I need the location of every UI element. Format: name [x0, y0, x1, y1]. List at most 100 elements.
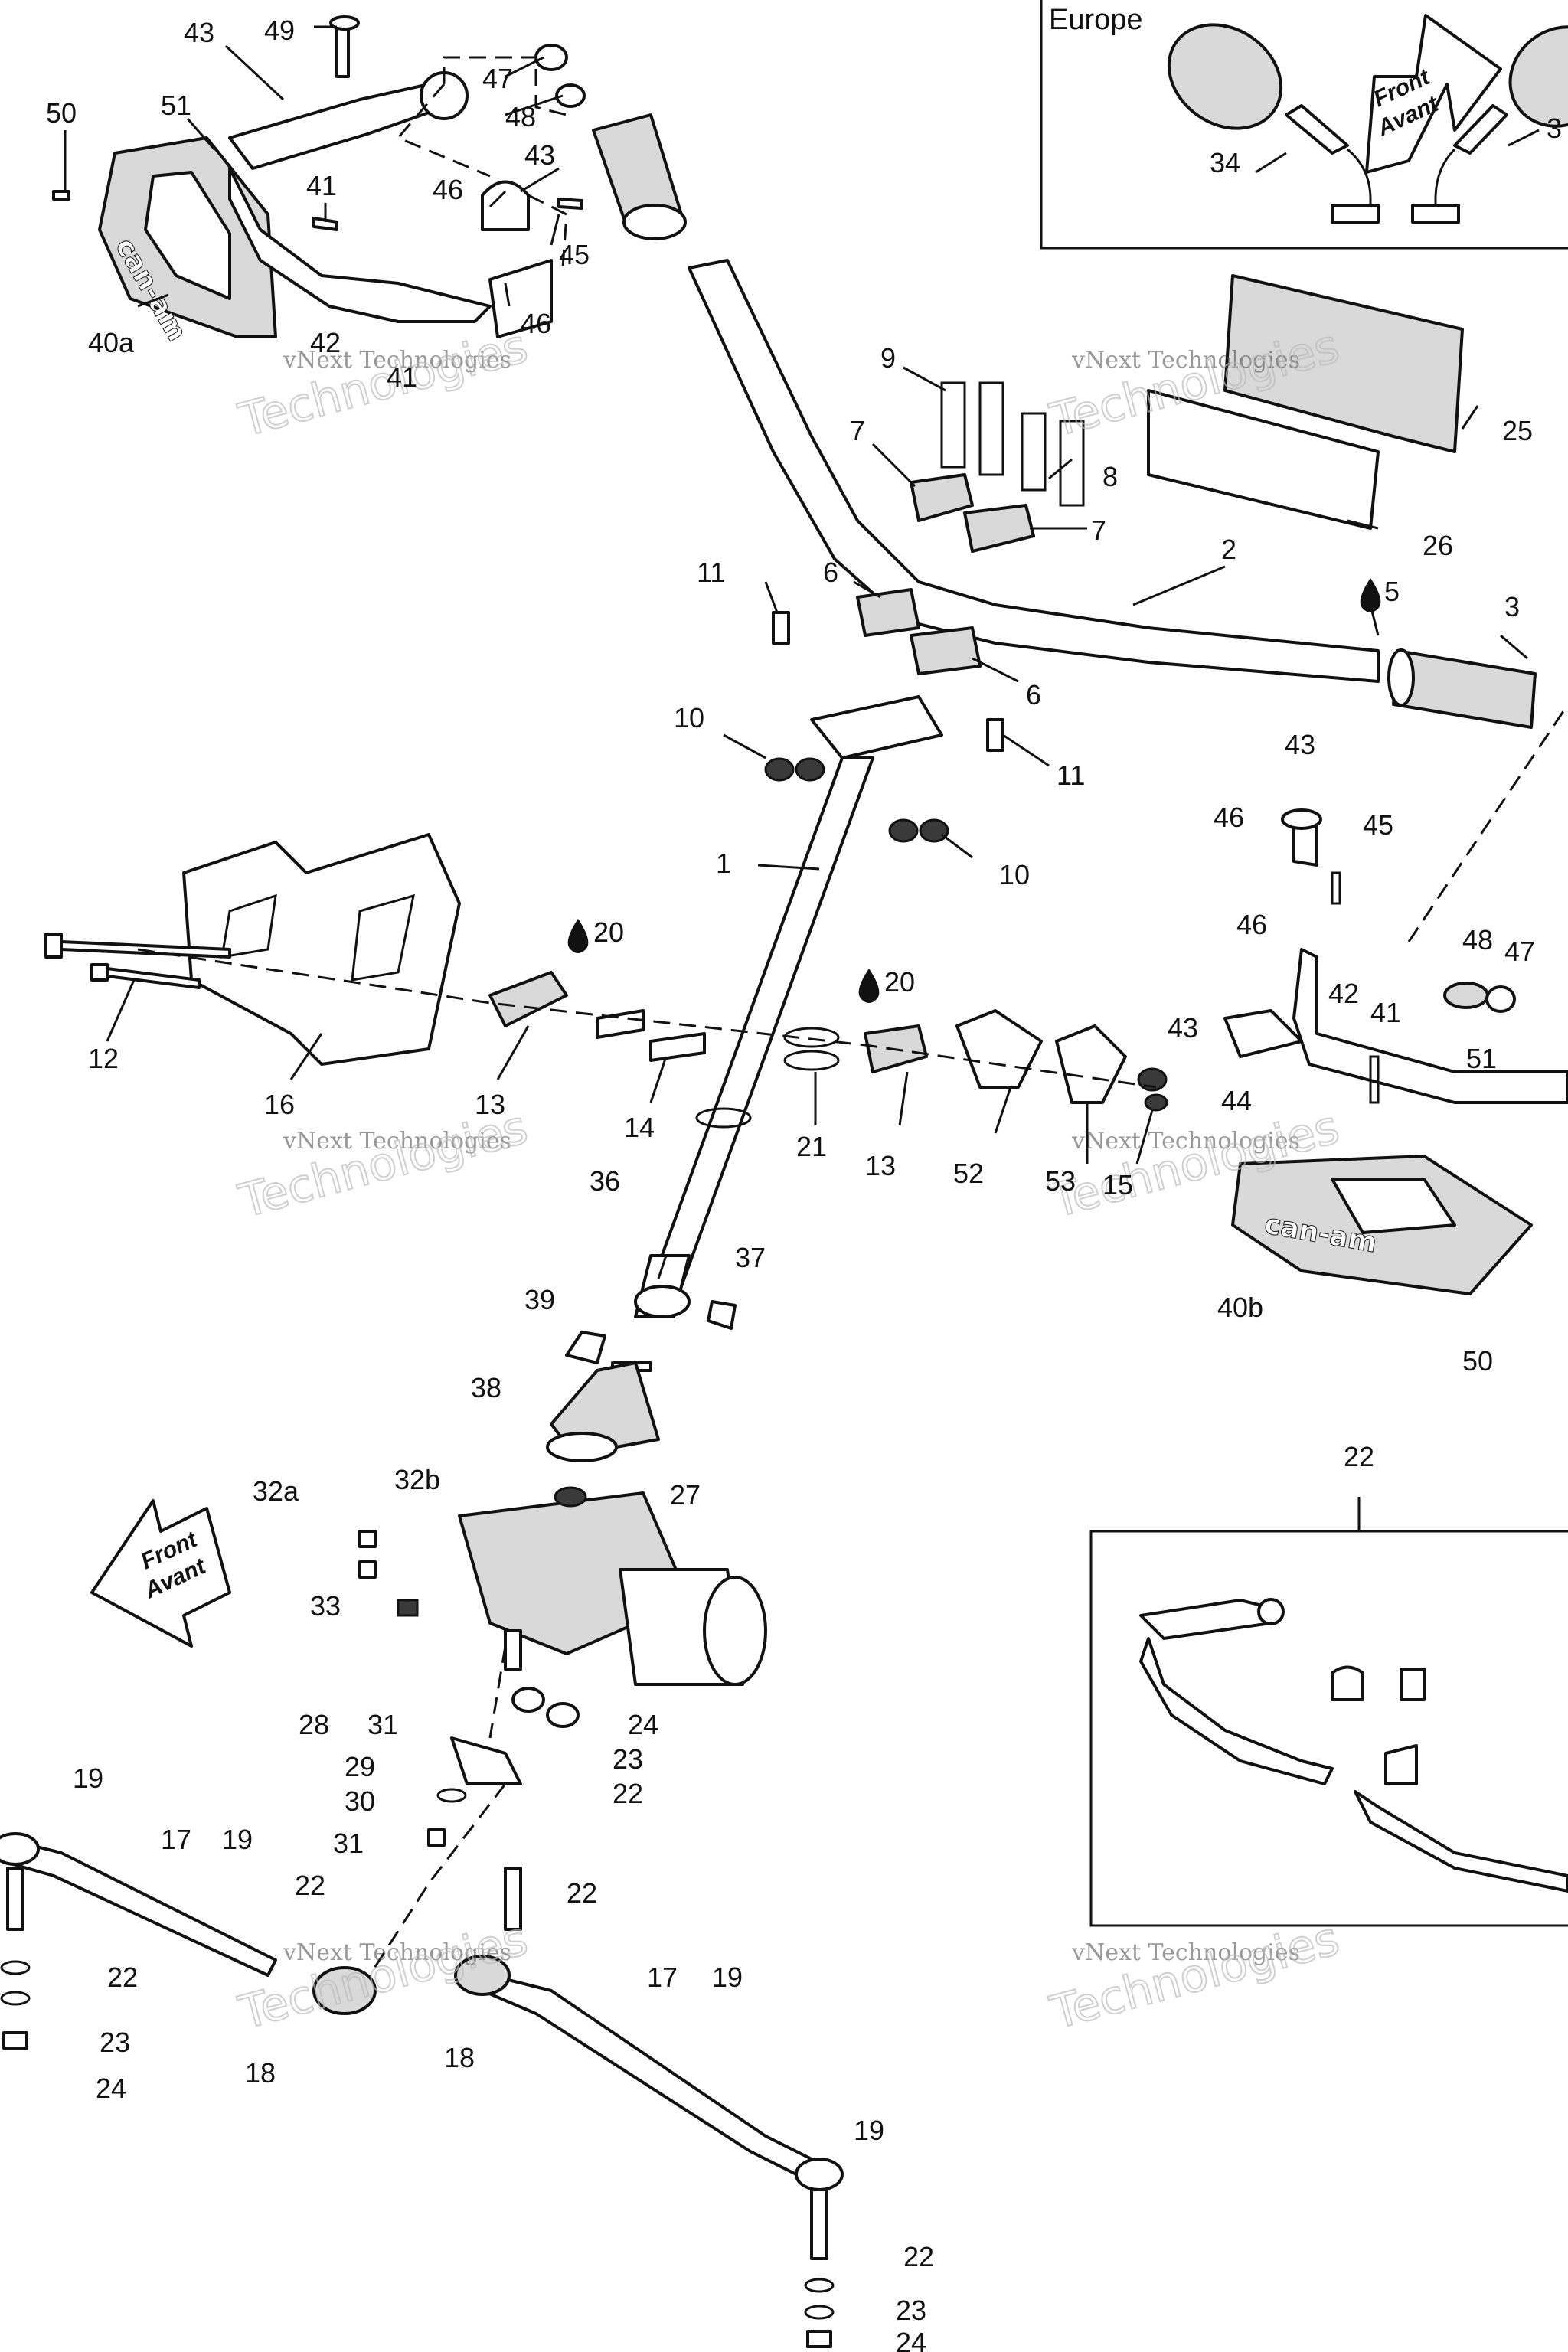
callout-40a: 40a [88, 327, 135, 358]
callout-43-d: 43 [1168, 1012, 1198, 1044]
callout-44: 44 [1221, 1085, 1252, 1116]
callout-14: 14 [624, 1112, 655, 1143]
steering-column-1 [649, 756, 874, 1288]
tie-rod-right [481, 1974, 828, 2184]
handguard-inset [1089, 1497, 1568, 1927]
callout-31-a: 31 [368, 1709, 398, 1740]
riser-6a [856, 588, 920, 637]
watermark-1: vNext Technologies [283, 347, 511, 374]
callout-46-b: 46 [521, 308, 551, 339]
callout-46-a: 46 [433, 174, 463, 205]
callout-43-a: 43 [184, 17, 214, 48]
callout-43-b: 43 [524, 139, 555, 171]
callout-50-a: 50 [46, 97, 77, 129]
callout-19-d: 19 [854, 2115, 884, 2146]
callout-25: 25 [1502, 415, 1533, 446]
callout-47-b: 47 [1504, 936, 1535, 967]
callout-9: 9 [880, 342, 896, 374]
callout-22-a: 22 [612, 1778, 643, 1809]
tie-rod-left [0, 1836, 277, 1977]
callout-36: 36 [590, 1165, 620, 1197]
watermark-6b: Technologies [1045, 1912, 1344, 2040]
watermark-2: vNext Technologies [1071, 347, 1300, 374]
callout-5: 5 [1384, 576, 1400, 607]
callout-8: 8 [1102, 461, 1118, 492]
callout-41-a: 41 [306, 170, 337, 201]
callout-31-b: 31 [333, 1828, 364, 1859]
handguard-left-assembly: can-am [52, 15, 687, 347]
mount-brackets [44, 833, 1168, 1129]
leader-lines [64, 25, 1528, 1279]
handlebar-tube [688, 259, 1380, 683]
callout-46-d: 46 [1236, 909, 1267, 940]
callout-21: 21 [796, 1131, 827, 1162]
callout-10-b: 10 [999, 859, 1030, 890]
callout-18-a: 18 [245, 2057, 276, 2089]
watermark-6: vNext Technologies [1071, 1939, 1300, 1966]
steering-column-assembly [546, 756, 874, 1462]
mirror-left [1167, 23, 1380, 224]
europe-inset: Europe Front Avant 34 3 [1040, 0, 1568, 250]
callout-24-a: 24 [628, 1709, 658, 1740]
callout-6-b: 6 [1026, 679, 1041, 710]
watermark-3: vNext Technologies [283, 1128, 511, 1155]
callout-19-c: 19 [712, 1962, 743, 1993]
bracket-16 [182, 833, 461, 1066]
grip-right [1392, 649, 1537, 729]
callout-15: 15 [1102, 1169, 1133, 1200]
callout-17-a: 17 [161, 1824, 191, 1855]
callout-40b: 40b [1217, 1292, 1263, 1323]
callout-45-b: 45 [1363, 809, 1393, 841]
callout-11-a: 11 [697, 557, 725, 588]
pad-25 [1223, 274, 1464, 453]
callout-29: 29 [345, 1751, 375, 1782]
callout-28: 28 [299, 1709, 329, 1740]
callout-13-b: 13 [865, 1150, 896, 1181]
callout-12: 12 [88, 1043, 119, 1074]
riser-6b [910, 626, 982, 675]
callout-30: 30 [345, 1785, 375, 1817]
grease-drops [567, 578, 1381, 1003]
callout-42-b: 42 [1328, 978, 1359, 1009]
callout-52: 52 [953, 1158, 984, 1189]
callout-45-a: 45 [559, 239, 590, 270]
callout-26: 26 [1423, 530, 1453, 561]
callout-46-c: 46 [1214, 802, 1244, 833]
callout-1: 1 [716, 848, 731, 879]
callout-51-a: 51 [161, 90, 191, 121]
steering-flange [810, 695, 943, 760]
watermark-1b: Technologies [234, 319, 533, 448]
clamp-13a [488, 971, 568, 1027]
callout-23-c: 23 [896, 2295, 926, 2326]
callout-43-c: 43 [1285, 729, 1315, 760]
callout-34: 34 [1210, 147, 1240, 178]
callout-33: 33 [310, 1590, 341, 1622]
callout-22-c: 22 [567, 1877, 597, 1909]
callout-38: 38 [471, 1372, 501, 1403]
callout-17-b: 17 [647, 1962, 678, 1993]
front-arrow-main: Front Avant [90, 1499, 231, 1648]
handguard-right-assembly: can-am [1223, 704, 1568, 1295]
callout-47-a: 47 [482, 63, 513, 94]
watermark-5: vNext Technologies [283, 1939, 511, 1966]
europe-label: Europe [1049, 4, 1143, 36]
callout-39: 39 [524, 1284, 555, 1315]
callout-35: 3 [1547, 113, 1562, 144]
callout-7-a: 7 [850, 415, 865, 446]
callout-41-c: 41 [1370, 997, 1401, 1028]
power-steering-unit [358, 1486, 767, 1991]
callout-49: 49 [264, 15, 295, 46]
front-arrow-europe: Front Avant [1365, 14, 1502, 174]
callout-10-a: 10 [674, 702, 704, 733]
callout-53: 53 [1045, 1165, 1076, 1197]
callout-37: 37 [735, 1242, 766, 1273]
clamp-7a [910, 473, 974, 522]
callout-23-a: 23 [612, 1743, 643, 1775]
callout-18-b: 18 [444, 2042, 475, 2073]
callout-22-e: 22 [903, 2241, 934, 2272]
callout-3: 3 [1504, 591, 1520, 622]
callout-22-b: 22 [295, 1870, 325, 1901]
handlebar-assembly [688, 259, 1537, 843]
callout-23-b: 23 [100, 2027, 130, 2058]
